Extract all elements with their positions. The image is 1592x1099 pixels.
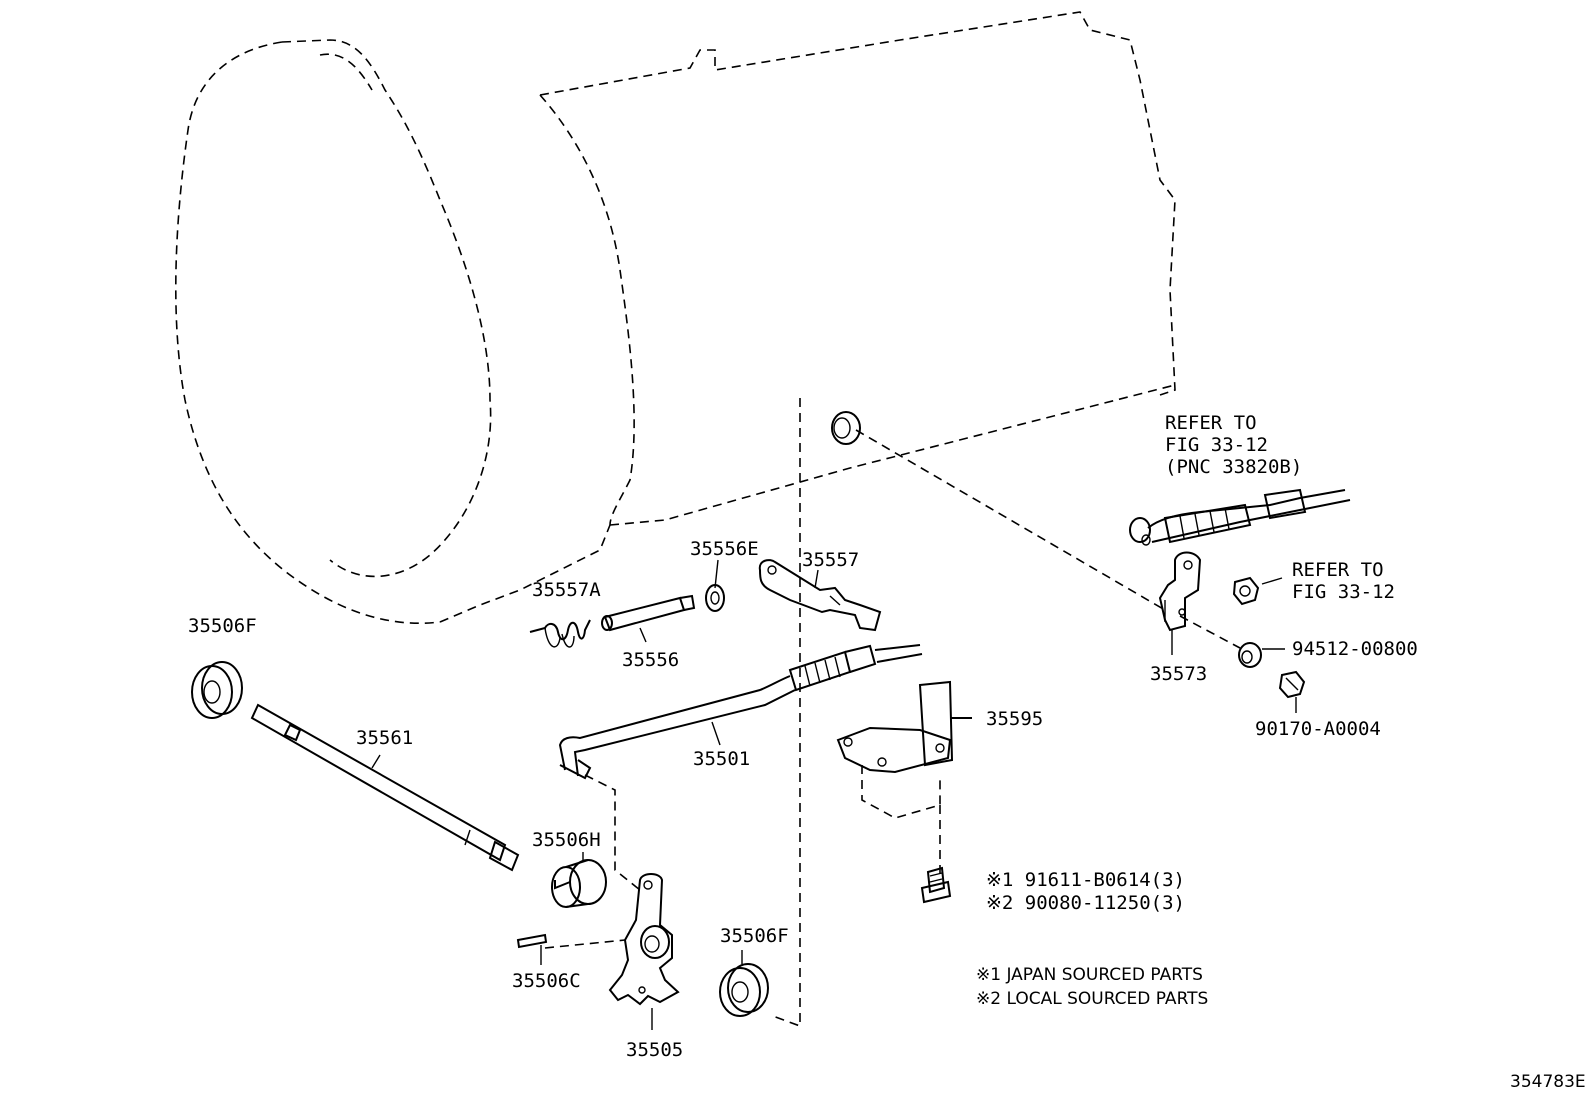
- label-35506f-bottom: 35506F: [720, 925, 789, 947]
- ref-cable-line3: (PNC 33820B): [1165, 456, 1302, 478]
- bushing-35506f-top: [191, 661, 243, 719]
- bushing-35506f-bottom: [719, 963, 769, 1017]
- label-35506f-top: 35506F: [188, 615, 257, 637]
- shift-cable-assembly: [1129, 488, 1351, 546]
- figure-id: 354783E: [1510, 1072, 1586, 1092]
- label-35506h: 35506H: [532, 829, 601, 851]
- ref-cable-line1: REFER TO: [1165, 412, 1257, 434]
- nut-ref-fig-33-12: [1232, 576, 1260, 606]
- label-35501: 35501: [693, 748, 750, 770]
- label-94512-00800: 94512-00800: [1292, 638, 1418, 660]
- lever-35557: [758, 559, 882, 632]
- shaft-35561: [250, 703, 520, 872]
- label-35595: 35595: [986, 708, 1043, 730]
- nut-90170-a0004: [1278, 670, 1306, 699]
- label-leader-lines: [371, 559, 1297, 1030]
- part-labels: 35506F 35561 35557A 35556 35556E 35557 3…: [188, 412, 1586, 1092]
- shift-rod-35501: [558, 644, 923, 780]
- label-90170-a0004: 90170-A0004: [1255, 718, 1381, 740]
- pin-35556: [601, 594, 696, 632]
- label-bolt-91611: ※1 91611-B0614(3): [986, 869, 1185, 891]
- label-35556: 35556: [622, 649, 679, 671]
- ref-nut-line1: REFER TO: [1292, 559, 1384, 581]
- note-local-sourced: ※2 LOCAL SOURCED PARTS: [976, 989, 1208, 1009]
- manual-lever-35505: [608, 873, 680, 1006]
- housing-seal-ring: [831, 411, 861, 445]
- label-35506c: 35506C: [512, 970, 581, 992]
- label-35561: 35561: [356, 727, 413, 749]
- spring-35557a: [529, 619, 591, 648]
- label-35557a: 35557A: [532, 579, 601, 601]
- label-35557: 35557: [802, 549, 859, 571]
- bolt-91611-90080: [920, 866, 952, 904]
- label-35556e: 35556E: [690, 538, 759, 560]
- label-35505: 35505: [626, 1039, 683, 1061]
- note-japan-sourced: ※1 JAPAN SOURCED PARTS: [976, 965, 1203, 985]
- label-35573: 35573: [1150, 663, 1207, 685]
- transmission-housing: [175, 11, 1176, 625]
- bracket-35595: [836, 680, 972, 774]
- bracket-35573: [1158, 551, 1202, 632]
- pin-35506c: [516, 933, 548, 949]
- ref-nut-line2: FIG 33-12: [1292, 581, 1395, 603]
- label-bolt-90080: ※2 90080-11250(3): [986, 892, 1185, 914]
- collar-35506h: [551, 859, 607, 908]
- nut-94512-00800: [1238, 642, 1262, 668]
- e-ring-35556e: [705, 584, 725, 612]
- assembly-leader-lines: [544, 398, 1241, 1028]
- ref-cable-line2: FIG 33-12: [1165, 434, 1268, 456]
